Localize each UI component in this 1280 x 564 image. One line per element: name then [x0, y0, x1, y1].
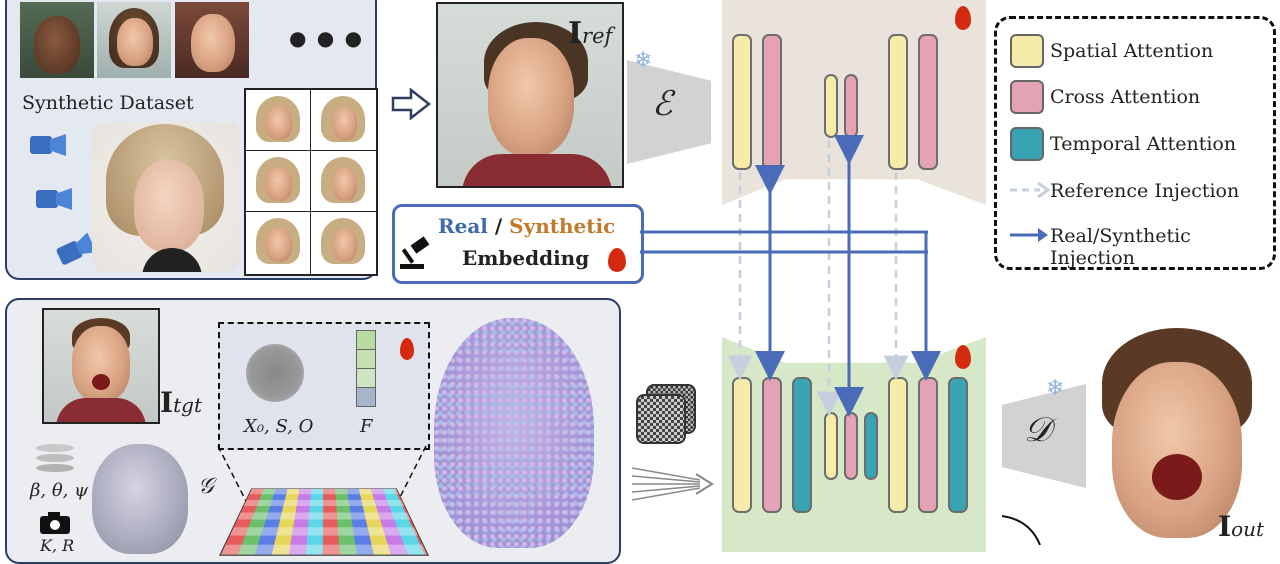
spatial-attention-bar [888, 34, 908, 170]
feature-vector [356, 330, 376, 408]
embedding-line2: Embedding [462, 246, 589, 270]
synthetic-face-render [92, 122, 240, 272]
embedding-line1: Real / Synthetic [438, 214, 615, 238]
hollow-arrow-icon [391, 88, 431, 120]
cross-attention-bar [844, 74, 858, 138]
legend-swatch-cross [1010, 80, 1044, 114]
legend-label-injection: Real/Synthetic Injection [1050, 225, 1280, 269]
light-source-icon [30, 134, 70, 158]
legend-label-spatial: Spatial Attention [1050, 40, 1213, 62]
cross-attention-bar [918, 377, 938, 513]
dataset-photo-1 [20, 2, 94, 78]
output-label: Iout [1218, 510, 1264, 543]
spatial-attention-bar [888, 377, 908, 513]
reference-symbol: I [568, 16, 582, 51]
legend-solid-arrow-icon [1008, 225, 1052, 245]
embedding-slash: / [488, 214, 509, 238]
temporal-attention-bar [864, 412, 878, 480]
legend-swatch-temporal [1010, 127, 1044, 161]
target-label: Itgt [160, 386, 202, 419]
flame-icon [955, 6, 971, 30]
decoder-symbol: 𝒟 [1024, 410, 1051, 450]
cross-attention-bar [918, 34, 938, 170]
flame-mesh-head [92, 444, 188, 554]
light-source-icon [36, 188, 76, 212]
gaussian-mesh-head [434, 318, 594, 548]
legend-swatch-spatial [1010, 34, 1044, 68]
database-icon [36, 444, 74, 472]
gaussian-uv-grid [219, 488, 429, 555]
target-image [42, 308, 160, 424]
flame-params: β, θ, ψ [30, 480, 88, 501]
feature-label: F [360, 416, 373, 437]
embedding-real: Real [438, 214, 488, 238]
gaussian-blob [246, 344, 304, 402]
snowflake-icon: ❄ [1046, 376, 1064, 401]
embedding-synthetic: Synthetic [509, 214, 615, 238]
noise-icon [636, 394, 686, 444]
camera-icon [40, 512, 70, 534]
flame-icon [608, 248, 626, 272]
legend-label-reference: Reference Injection [1050, 180, 1239, 202]
spatial-attention-bar [732, 34, 752, 170]
cross-attention-bar [844, 412, 858, 480]
output-subscript: out [1231, 517, 1264, 541]
dataset-photo-2 [97, 2, 171, 78]
dataset-photo-3 [175, 2, 249, 78]
camera-params: K, R [40, 536, 74, 555]
cross-attention-bar [762, 34, 782, 170]
legend-label-cross: Cross Attention [1050, 86, 1200, 108]
spatial-attention-bar [824, 74, 838, 138]
legend-label-temporal: Temporal Attention [1050, 133, 1236, 155]
legend-dashed-arrow-icon [1008, 180, 1052, 200]
reference-label: Iref [568, 16, 612, 51]
flame-icon [955, 345, 971, 369]
spatial-attention-bar [824, 412, 838, 480]
spatial-attention-bar [732, 377, 752, 513]
synthetic-face-grid [244, 88, 378, 276]
target-subscript: tgt [173, 393, 202, 417]
reference-subscript: ref [582, 24, 612, 48]
temporal-attention-bar [948, 377, 968, 513]
output-symbol: I [1218, 510, 1231, 543]
target-symbol: I [160, 386, 173, 419]
gavel-icon [398, 238, 434, 270]
cross-attention-bar [762, 377, 782, 513]
flame-icon [400, 338, 414, 360]
temporal-attention-bar [792, 377, 812, 513]
snowflake-icon: ❄ [634, 48, 652, 73]
gaussian-attrs-label: X₀, S, O [244, 416, 313, 437]
dataset-ellipsis: ● ● ● [289, 26, 364, 50]
gaussian-symbol: 𝒢 [198, 474, 214, 499]
encoder-symbol: ℰ [652, 84, 673, 124]
dataset-title: Synthetic Dataset [22, 92, 194, 114]
